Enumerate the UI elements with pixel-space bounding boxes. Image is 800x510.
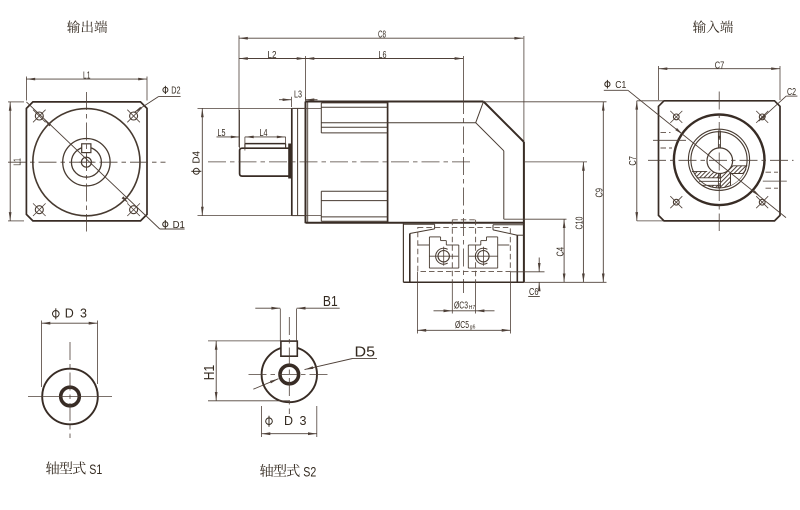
svg-text:C4: C4 — [555, 247, 566, 257]
svg-text:L1: L1 — [83, 70, 91, 81]
svg-text:D2: D2 — [171, 85, 181, 96]
svg-text:C9: C9 — [595, 188, 606, 198]
svg-text:L4: L4 — [260, 128, 268, 139]
svg-text:L3: L3 — [294, 90, 302, 101]
svg-text:C7: C7 — [715, 60, 725, 71]
svg-text:S1: S1 — [89, 461, 102, 477]
svg-text:C1: C1 — [615, 80, 626, 91]
svg-text:L5: L5 — [218, 128, 226, 139]
svg-text:C10: C10 — [575, 216, 586, 229]
svg-text:B1: B1 — [323, 294, 338, 310]
svg-text:L1: L1 — [13, 158, 24, 166]
svg-text:L2: L2 — [268, 50, 277, 61]
svg-text:H7: H7 — [469, 305, 476, 311]
svg-text:D4: D4 — [191, 151, 202, 164]
svg-text:L6: L6 — [379, 50, 387, 61]
svg-text:H1: H1 — [202, 365, 218, 381]
svg-text:g6: g6 — [470, 324, 476, 330]
svg-text:C6: C6 — [529, 287, 539, 298]
svg-text:3: 3 — [300, 414, 307, 428]
svg-text:D1: D1 — [173, 220, 186, 231]
svg-text:ØC3: ØC3 — [454, 301, 468, 312]
svg-text:3: 3 — [80, 307, 87, 321]
svg-text:D: D — [284, 414, 293, 428]
svg-text:ØC5: ØC5 — [455, 320, 469, 331]
svg-text:C8: C8 — [378, 30, 386, 41]
svg-text:C7: C7 — [628, 156, 639, 166]
svg-text:S2: S2 — [303, 464, 316, 480]
svg-text:C2: C2 — [787, 87, 796, 98]
svg-text:D5: D5 — [355, 343, 376, 360]
svg-text:D: D — [65, 307, 74, 321]
